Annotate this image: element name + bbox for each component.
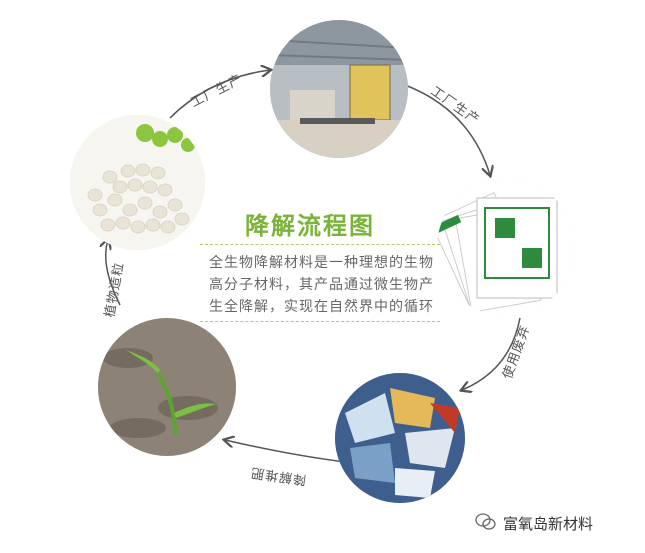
- wechat-icon: [475, 513, 496, 530]
- arrow-pellets-to-factory: [169, 70, 270, 119]
- factory-photo: [270, 20, 408, 158]
- sprout-photo: [98, 318, 236, 456]
- description-line-2: 高分子材料，其产品通过微生物产: [209, 277, 434, 293]
- arrow-packaging-to-waste: [462, 317, 521, 390]
- description-line-1: 全生物降解材料是一种理想的生物: [209, 255, 434, 271]
- title-divider: [200, 244, 440, 245]
- arrow-waste-to-sprout: [225, 440, 346, 463]
- diagram-title: 降解流程图: [245, 212, 375, 240]
- arrow-sprout-to-pellets: [106, 240, 121, 306]
- description-line-3: 生全降解，实现在自然界中的循环: [209, 299, 434, 315]
- watermark-text: 富氧岛新材料: [503, 515, 594, 533]
- waste-photo: [335, 373, 465, 503]
- bottom-divider: [200, 321, 440, 322]
- pellets-photo: [70, 115, 205, 250]
- packaging-photo: [437, 178, 575, 316]
- arrow-factory-to-packaging: [404, 84, 490, 175]
